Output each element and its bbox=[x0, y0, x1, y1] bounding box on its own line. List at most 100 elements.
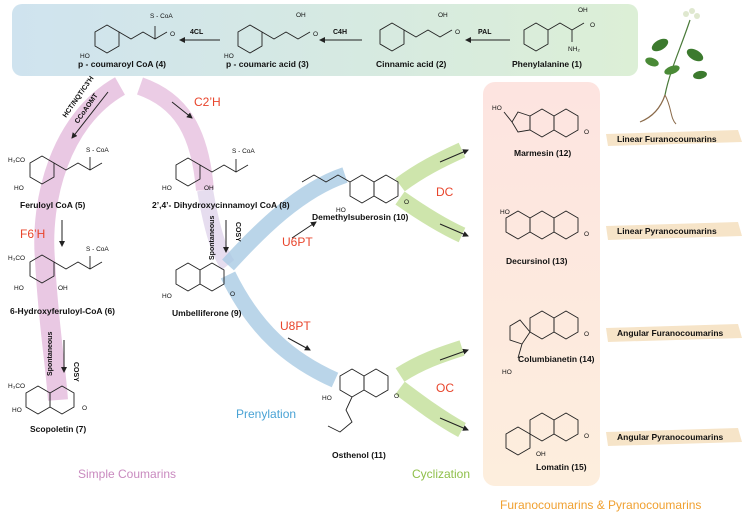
atom-oh-15: OH bbox=[536, 451, 546, 458]
atom-ho-5: HO bbox=[14, 185, 24, 192]
title-furano-pyrano: Furanocoumarins & Pyranocoumarins bbox=[500, 498, 701, 512]
atom-ho-6: HO bbox=[14, 285, 24, 292]
atom-scoa-6: S - CoA bbox=[86, 246, 109, 253]
enzyme-c4h: C4H bbox=[333, 29, 347, 36]
atom-ho-3: HO bbox=[224, 53, 234, 60]
atom-o-13: O bbox=[584, 231, 589, 238]
atom-ho-7: HO bbox=[12, 407, 22, 414]
brush-linear-pyrano bbox=[606, 222, 742, 240]
atom-o-15: O bbox=[584, 433, 589, 440]
blue-pathway-band-top bbox=[222, 167, 348, 271]
label-umbelliferone: Umbelliferone (9) bbox=[172, 308, 242, 318]
atom-h3co-7: H₃CO bbox=[8, 383, 25, 390]
atom-scoa-4: S - CoA bbox=[150, 13, 173, 20]
enzyme-pal: PAL bbox=[478, 29, 492, 36]
green-arrow-oc-down bbox=[395, 381, 466, 438]
atom-ho-10: HO bbox=[336, 207, 346, 214]
plant-illustration bbox=[639, 8, 707, 125]
label-cosy-left: COSY bbox=[72, 362, 79, 382]
atom-ho-9: HO bbox=[162, 293, 172, 300]
arrow-oc-down bbox=[439, 417, 469, 431]
enzyme-u6pt: U6PT bbox=[282, 235, 313, 249]
arrow-u8pt bbox=[287, 337, 311, 351]
label-osthenol: Osthenol (11) bbox=[332, 450, 386, 460]
label-marmesin: Marmesin (12) bbox=[514, 148, 571, 158]
enzyme-c2h: C2’H bbox=[194, 95, 221, 109]
p-coumaric-acid-structure bbox=[237, 24, 311, 54]
atom-ho-13: HO bbox=[500, 209, 510, 216]
class-angular-pyrano: Angular Pyranocoumarins bbox=[617, 432, 724, 442]
phenylalanine-structure bbox=[523, 22, 585, 52]
atom-oh-3: OH bbox=[296, 12, 306, 19]
feruloyl-coa-structure bbox=[29, 155, 103, 185]
green-arrow-dc-up bbox=[395, 142, 466, 192]
atom-h3co-6: H₃CO bbox=[8, 255, 25, 262]
enzyme-u8pt: U8PT bbox=[280, 319, 311, 333]
label-hydroxyferuloyl-coa: 6-Hydroxyferuloyl-CoA (6) bbox=[10, 306, 115, 316]
atom-o-14: O bbox=[584, 331, 589, 338]
title-cyclization: Cyclization bbox=[412, 467, 470, 481]
scopoletin-structure bbox=[25, 385, 75, 415]
umbelliferone-structure bbox=[175, 262, 225, 292]
class-linear-pyrano: Linear Pyranocoumarins bbox=[617, 226, 717, 236]
atom-nh2-1: NH₂ bbox=[568, 46, 580, 53]
atom-o-1: O bbox=[590, 22, 595, 29]
pink-pathway-band bbox=[34, 77, 126, 401]
label-p-coumaric-acid: p - coumaric acid (3) bbox=[226, 59, 309, 69]
arrow-dc-down bbox=[439, 223, 469, 237]
marmesin-structure bbox=[503, 108, 579, 138]
atom-ho-8: HO bbox=[162, 185, 172, 192]
label-p-coumaroyl-coa: p - coumaroyl CoA (4) bbox=[78, 59, 166, 69]
label-spontaneous-mid: Spontaneous bbox=[209, 216, 216, 260]
label-cosy-mid: COSY bbox=[234, 222, 241, 242]
label-decursinol: Decursinol (13) bbox=[506, 256, 568, 266]
atom-oh-2: OH bbox=[438, 12, 448, 19]
atom-ho-12: HO bbox=[492, 105, 502, 112]
atom-o-9: O bbox=[230, 291, 235, 298]
title-simple-coumarins: Simple Coumarins bbox=[78, 467, 176, 481]
arrow-c2h bbox=[171, 101, 193, 119]
arrow-oc-up bbox=[439, 348, 469, 361]
label-feruloyl-coa: Feruloyl CoA (5) bbox=[20, 200, 85, 210]
atom-o-10: O bbox=[404, 199, 409, 206]
label-scopoletin: Scopoletin (7) bbox=[30, 424, 86, 434]
green-arrow-oc-up bbox=[395, 340, 465, 382]
label-columbianetin: Columbianetin (14) bbox=[518, 354, 595, 364]
enzyme-f6h: F6’H bbox=[20, 227, 45, 241]
arrow-u6pt bbox=[291, 221, 317, 239]
p-coumaroyl-coa-structure bbox=[94, 24, 168, 54]
atom-oh-8: OH bbox=[204, 185, 214, 192]
atom-oh-1: OH bbox=[578, 7, 588, 14]
green-arrow-dc-down bbox=[395, 191, 466, 243]
atom-ho-11: HO bbox=[322, 395, 332, 402]
atom-o-2: O bbox=[455, 29, 460, 36]
enzyme-4cl: 4CL bbox=[190, 29, 204, 36]
arrow-dc-up bbox=[439, 149, 469, 163]
atom-ho-4: HO bbox=[80, 53, 90, 60]
label-spontaneous-left: Spontaneous bbox=[47, 332, 54, 376]
atom-o-3: O bbox=[313, 31, 318, 38]
label-lomatin: Lomatin (15) bbox=[536, 462, 587, 472]
arrow-hct bbox=[71, 91, 109, 139]
label-dihydroxycinnamoyl: 2’,4’- Dihydroxycinnamoyl CoA (8) bbox=[152, 200, 290, 210]
brush-angular-furano bbox=[606, 324, 742, 342]
atom-o-7: O bbox=[82, 405, 87, 412]
atom-scoa-5: S - CoA bbox=[86, 147, 109, 154]
columbianetin-structure bbox=[509, 310, 579, 359]
products-box bbox=[483, 82, 600, 486]
class-angular-furano: Angular Furanocoumarins bbox=[617, 328, 724, 338]
atom-h3co-5: H₃CO bbox=[8, 157, 25, 164]
cinnamic-acid-structure bbox=[379, 22, 453, 52]
atom-o-4: O bbox=[170, 31, 175, 38]
dihydroxycinnamoyl-structure bbox=[175, 157, 249, 187]
label-cinnamic-acid: Cinnamic acid (2) bbox=[376, 59, 447, 69]
brush-linear-furano bbox=[606, 130, 742, 146]
decursinol-structure bbox=[505, 210, 579, 240]
label-phenylalanine: Phenylalanine (1) bbox=[512, 59, 582, 69]
atom-oh-6: OH bbox=[58, 285, 68, 292]
atom-ho-14: HO bbox=[502, 369, 512, 376]
enzyme-oc: OC bbox=[436, 381, 454, 395]
atom-o-12: O bbox=[584, 129, 589, 136]
hydroxyferuloyl-coa-structure bbox=[29, 254, 103, 284]
enzyme-dc: DC bbox=[436, 185, 454, 199]
